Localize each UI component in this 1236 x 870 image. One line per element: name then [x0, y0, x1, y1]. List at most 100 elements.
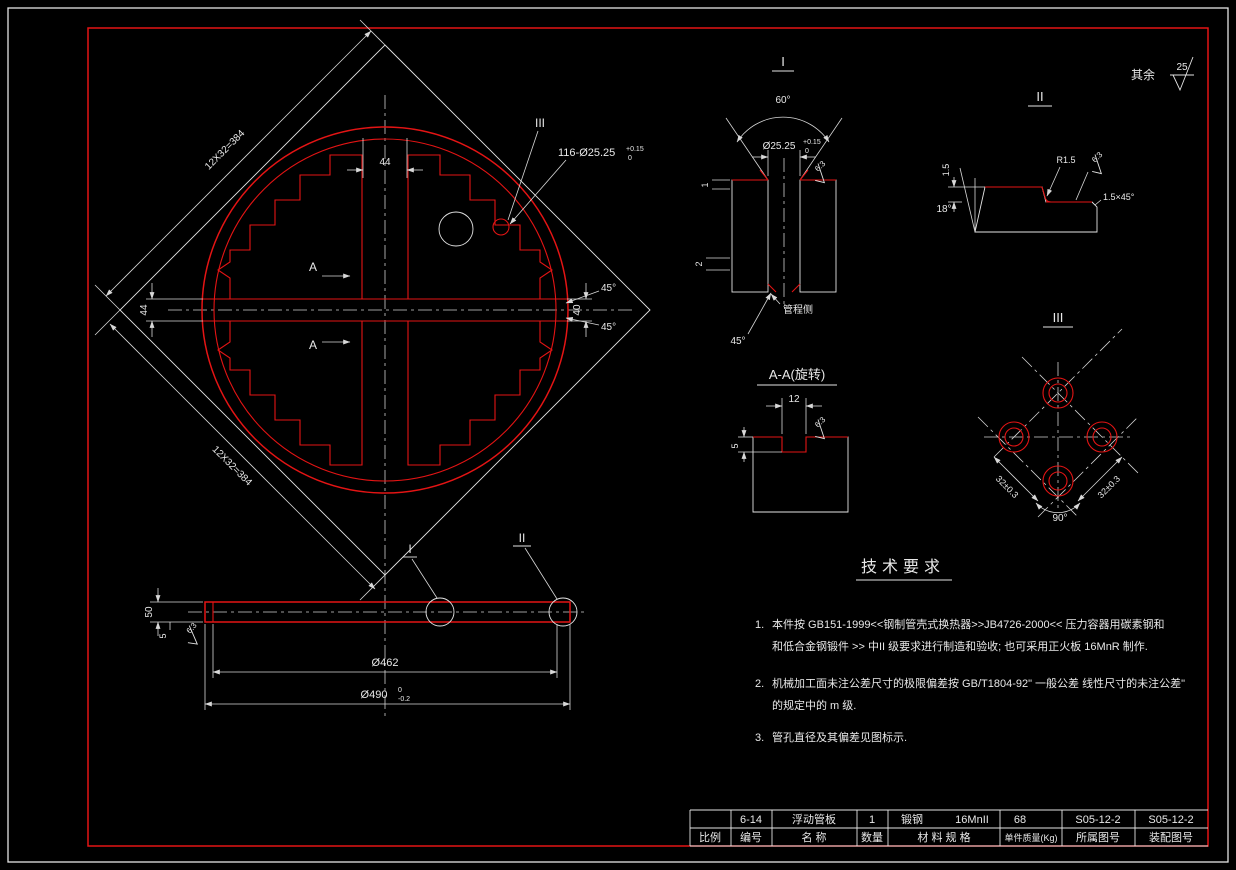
finish-check-icon	[1092, 154, 1103, 175]
detail-ii-dim-15: 1.5	[941, 164, 985, 212]
tube-field-quadrant-bottom-left	[217, 320, 363, 466]
tech-item-1-line-2: 和低合金钢锻件 >> 中II 级要求进行制造和验收; 也可采用正火板 16MnR…	[772, 639, 1148, 653]
titleblock-label-qty: 数量	[861, 831, 883, 844]
detail-i-title: I	[781, 54, 785, 69]
tech-title: 技术要求	[861, 558, 945, 576]
section-label-top: A	[309, 260, 317, 274]
plate-outer-circle	[201, 126, 569, 494]
detail-iii-ref: III	[535, 116, 545, 130]
detail-iii-title: III	[1053, 310, 1064, 325]
angle-callouts: 45° 45°	[565, 283, 616, 333]
surface-note-label: 其余	[1131, 67, 1155, 82]
roughness-check-icon	[1170, 56, 1194, 92]
titleblock-label-mass: 单件质量(Kg)	[1004, 832, 1057, 843]
titleblock-label-material: 材 料 规 格	[917, 830, 970, 844]
finish-check-icon	[815, 163, 826, 184]
dim-462-value: Ø462	[372, 657, 399, 669]
titleblock-label-name: 名 称	[801, 830, 826, 844]
section-aa-title: A-A(旋转)	[769, 367, 825, 382]
ref-i-callout: I	[403, 542, 438, 599]
titleblock-mass-value: 68	[1014, 814, 1026, 826]
detail-i-dia-value: Ø25.25	[763, 141, 796, 152]
tech-item-3-num: 3.	[755, 732, 764, 744]
detail-iii-angle: 90°	[1035, 502, 1081, 524]
detail-i-dim-b: 2	[694, 257, 730, 271]
dim-490-sup: 0	[398, 687, 402, 694]
detail-ii-angle: 18°	[936, 167, 976, 233]
ref-i-label: I	[408, 542, 411, 556]
ref-ii-label: II	[519, 531, 526, 545]
detail-ii-view: II 1.5 18° R1.5 6.3	[936, 89, 1135, 233]
drawing-frame	[7, 7, 1229, 863]
section-aa-dim-5: 5	[730, 427, 782, 462]
section-aa-view: A-A(旋转) 12 6.3 5	[730, 367, 849, 513]
tech-item-2-num: 2.	[755, 678, 764, 690]
dim-thickness-50: 50	[144, 588, 203, 636]
section-aa-dim-12-value: 12	[788, 394, 800, 405]
tube-hole-mark	[438, 211, 474, 247]
section-a-marks: A A	[309, 260, 351, 352]
dim-right-value: 40	[572, 304, 583, 316]
detail-ii-title: II	[1036, 89, 1043, 104]
titleblock-qty-value: 1	[869, 814, 875, 826]
tube-hole-group	[998, 377, 1118, 497]
tube-limit-circle	[213, 138, 557, 482]
detail-i-dim-b-value: 2	[694, 261, 704, 266]
titleblock-assembly-no-value: S05-12-2	[1148, 814, 1193, 826]
detail-iii-angle-value: 90°	[1052, 513, 1067, 524]
detail-i-dia-sup: +0.15	[803, 139, 821, 146]
detail-ii-radius: R1.5	[1046, 155, 1076, 197]
titleblock-material-value: 锻钢	[901, 812, 923, 826]
detail-ii-dim-value: 1.5	[941, 164, 951, 177]
ref-ii-callout: II	[513, 531, 558, 600]
section-ii-mark	[548, 597, 578, 627]
section-label-bottom: A	[309, 338, 317, 352]
tech-item-1-num: 1.	[755, 619, 764, 631]
detail-i-dim-a-value: 1	[700, 182, 710, 187]
tech-item-1-line-1: 本件按 GB151-1999<<钢制管壳式换热器>>JB4726-2000<< …	[772, 617, 1164, 631]
detail-ii-radius-value: R1.5	[1056, 155, 1075, 165]
detail-iii-leader	[507, 130, 539, 221]
detail-i-dia-sub: 0	[805, 148, 809, 155]
detail-i-view: I 60° Ø25.25 +0.15 0 6.3	[694, 54, 843, 347]
technical-requirements: 技术要求 1. 本件按 GB151-1999<<钢制管壳式换热器>>JB4726…	[755, 558, 1185, 744]
titleblock-label-assembly-no: 装配图号	[1149, 831, 1193, 844]
detail-i-dia-dim: Ø25.25 +0.15 0	[752, 139, 821, 176]
titleblock-label-drawing-no: 所属图号	[1076, 831, 1120, 844]
dim-step-value: 5	[158, 633, 168, 638]
dim-top-value: 44	[379, 157, 391, 168]
detail-i-angle-bottom-value: 45°	[730, 336, 745, 347]
tech-item-2-line-2: 的规定中的 m 级.	[772, 698, 856, 712]
title-block: 6-14 浮动管板 1 锻钢 16MnII 68 S05-12-2 S05-12…	[689, 809, 1208, 847]
detail-i-angle-top: 60°	[775, 95, 790, 106]
detail-iii-circle	[492, 218, 510, 236]
tube-field-quadrant-bottom-right	[407, 320, 553, 466]
titleblock-drawing-no-value: S05-12-2	[1075, 814, 1120, 826]
finish-check-icon	[815, 419, 826, 440]
titleblock-label-scale: 比例	[699, 830, 721, 844]
hole-note-text: 116-Ø25.25	[558, 147, 615, 159]
titleblock-name-value: 浮动管板	[792, 812, 836, 826]
surface-note-value: 25	[1176, 62, 1188, 73]
dim-462: Ø462	[212, 624, 558, 678]
dim-490: Ø490 0 -0.2	[204, 624, 571, 710]
detail-i-angle-bottom: 45°	[730, 292, 772, 347]
detail-ii-angle-value: 18°	[936, 204, 951, 215]
dim-left-value: 44	[139, 304, 150, 316]
angle-upper-value: 45°	[601, 283, 616, 294]
plate-profile	[204, 601, 571, 623]
titleblock-material-spec-value: 16MnII	[955, 814, 989, 826]
section-aa-dim-5-value: 5	[730, 443, 740, 448]
detail-i-side-label: 管程侧	[770, 293, 813, 316]
hole-note-sub: 0	[628, 155, 632, 162]
hole-note-sup: +0.15	[626, 146, 644, 153]
section-i-mark	[425, 597, 455, 627]
detail-ii-chamfer: 1.5×45°	[1094, 192, 1135, 206]
section-aa-dim-12: 12	[766, 394, 822, 434]
detail-ii-chamfer-value: 1.5×45°	[1103, 192, 1135, 202]
titleblock-label-code: 编号	[740, 830, 762, 844]
titleblock-code-value: 6-14	[740, 814, 762, 826]
